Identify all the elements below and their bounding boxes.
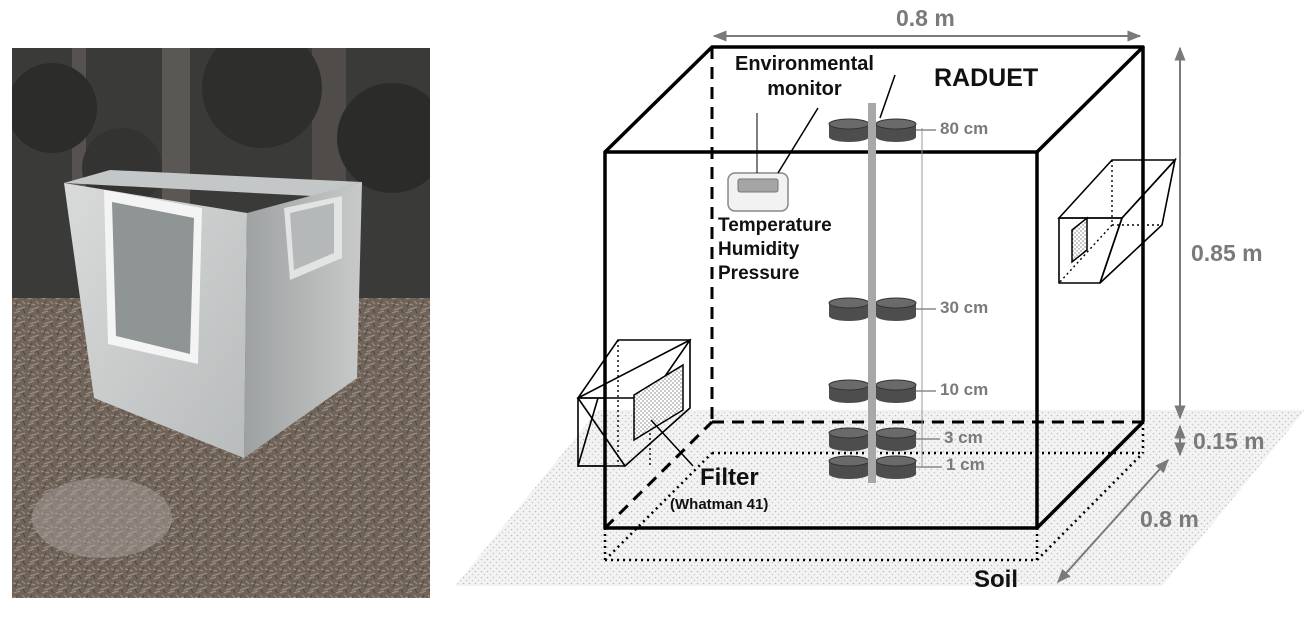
raduet-label: RADUET xyxy=(934,64,1039,92)
detector-top-3cm-right xyxy=(875,427,917,439)
dimension-depth: 0.8 m xyxy=(1140,506,1199,532)
hidden-edges xyxy=(603,47,1143,530)
detector-base-1cm-right xyxy=(876,469,916,479)
detector-top-80cm-right xyxy=(875,118,917,130)
dimension-top-width: 0.8 m xyxy=(896,5,955,31)
detector-top-10cm-left xyxy=(828,379,870,391)
filter-leader xyxy=(650,419,694,467)
detector-base-10cm-left xyxy=(829,393,869,403)
sensor-pressure: Pressure xyxy=(718,263,800,284)
detector-base-80cm-left xyxy=(829,132,869,142)
sampling-box-photo xyxy=(64,170,362,458)
right-hood xyxy=(1057,157,1177,284)
filter-type-label: (Whatman 41) xyxy=(670,496,769,513)
dimension-arrows xyxy=(712,30,1186,584)
environmental-monitor-line2: monitor xyxy=(767,78,842,100)
detector-base-30cm-left xyxy=(829,311,869,321)
detector-base-1cm-left xyxy=(829,469,869,479)
detector-base-10cm-right xyxy=(876,393,916,403)
detector-top-1cm-right xyxy=(875,455,917,467)
height-label-80cm: 80 cm xyxy=(940,119,989,138)
environmental-monitor-label: Environmental monitor xyxy=(735,52,874,102)
photo xyxy=(12,48,430,598)
sensor-humidity: Humidity xyxy=(718,239,800,260)
trees xyxy=(12,48,430,308)
sensor-temperature: Temperature xyxy=(718,215,832,236)
height-label-3cm: 3 cm xyxy=(944,428,983,447)
raduet-pole xyxy=(868,103,876,483)
raduet-leader xyxy=(879,74,896,119)
detector-top-30cm-left xyxy=(828,297,870,309)
photo-illustration xyxy=(12,48,430,598)
buried-section xyxy=(603,422,1145,562)
height-label-1cm: 1 cm xyxy=(946,455,985,474)
dimension-height-above: 0.85 m xyxy=(1191,240,1263,266)
dimension-height-below: 0.15 m xyxy=(1193,428,1265,454)
environmental-monitor-line1: Environmental xyxy=(735,53,874,75)
diagram-drawing xyxy=(455,30,1305,586)
detector-top-30cm-right xyxy=(875,297,917,309)
environmental-monitor xyxy=(727,107,819,212)
detector-top-3cm-left xyxy=(828,427,870,439)
detector-top-1cm-left xyxy=(828,455,870,467)
height-label-30cm: 30 cm xyxy=(940,298,989,317)
detector-base-3cm-left xyxy=(829,441,869,451)
detector-top-10cm-right xyxy=(875,379,917,391)
soil-label: Soil xyxy=(974,566,1019,593)
right-filter xyxy=(1071,216,1088,264)
height-label-10cm: 10 cm xyxy=(940,380,989,399)
detector-base-80cm-right xyxy=(876,132,916,142)
detector-base-30cm-right xyxy=(876,311,916,321)
diagram: Environmental monitor RADUET Temperature… xyxy=(450,0,1310,612)
left-hood xyxy=(576,338,694,468)
detector-base-3cm-right xyxy=(876,441,916,451)
detector-top-80cm-left xyxy=(828,118,870,130)
filter-label: Filter xyxy=(700,464,759,491)
sensor-list: Temperature Humidity Pressure xyxy=(718,214,832,286)
left-filter xyxy=(633,363,684,442)
